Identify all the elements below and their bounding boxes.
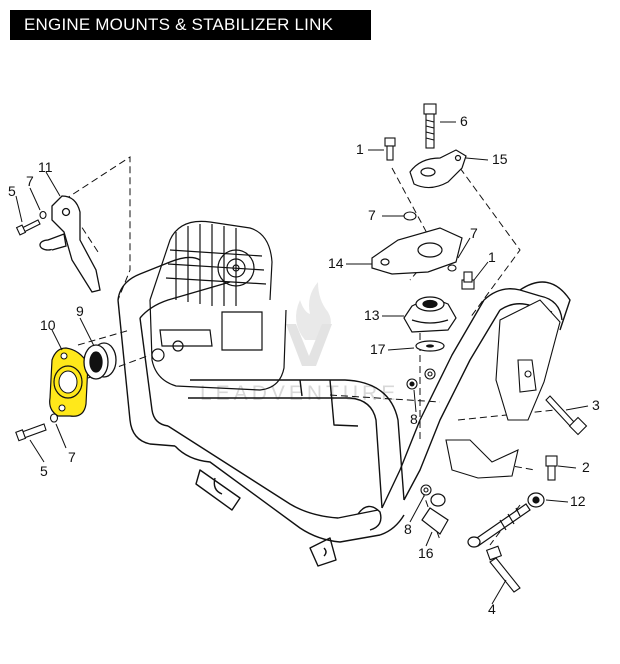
bearing-ring	[83, 342, 117, 380]
callout-1: 1	[356, 141, 364, 157]
callout-5: 5	[8, 183, 16, 199]
engine-case	[149, 220, 287, 391]
callout-5: 5	[40, 463, 48, 479]
center-mount-plate	[371, 227, 463, 275]
bolt-top	[423, 103, 437, 149]
callout-7: 7	[368, 207, 376, 223]
bolt-right	[461, 271, 475, 290]
callout-4: 4	[488, 601, 496, 617]
callout-6: 6	[460, 113, 468, 129]
watermark-text: LEADVENTURE	[200, 382, 399, 405]
callout-7: 7	[470, 225, 478, 241]
callout-numbers: 11 5 7 10 9 5 7 1 6 15 7 7 14 1 13 17 8 …	[8, 113, 600, 617]
callout-12: 12	[570, 493, 586, 509]
small-bolt-right	[545, 455, 558, 481]
stabilizer-bracket	[445, 299, 561, 479]
nut-lower	[420, 484, 432, 496]
bolt-lower-left	[15, 423, 47, 442]
washer-upper-left	[39, 210, 47, 220]
rubber-isolator-mount	[403, 296, 457, 333]
washer-right	[447, 264, 457, 272]
callout-7: 7	[26, 173, 34, 189]
long-bolt-bottom	[485, 545, 521, 593]
callout-8: 8	[410, 411, 418, 427]
watermark: LEADVENTURE	[200, 282, 399, 405]
callout-11: 11	[38, 159, 53, 175]
washer-center	[403, 211, 417, 221]
callout-2: 2	[582, 459, 590, 475]
callout-8: 8	[404, 521, 412, 537]
phantom-lines	[63, 156, 556, 546]
callout-17: 17	[370, 341, 386, 357]
nuts-center	[406, 368, 436, 390]
front-mount-bracket	[39, 195, 101, 293]
watermark-v-icon	[286, 324, 332, 366]
leader-lines	[15, 121, 589, 605]
bolt-upper-left	[15, 219, 41, 236]
callout-3: 3	[592, 397, 600, 413]
callout-15: 15	[492, 151, 508, 167]
upper-mount-bracket	[409, 149, 467, 189]
stabilizer-link	[467, 492, 545, 548]
long-bolt-right	[545, 395, 588, 436]
callout-13: 13	[364, 307, 380, 323]
washer-lower-left	[49, 413, 59, 423]
frame-assembly	[117, 256, 571, 567]
spacer-sleeve	[421, 493, 449, 535]
callout-16: 16	[418, 545, 434, 561]
diagram-title: ENGINE MOUNTS & STABILIZER LINK	[10, 10, 371, 40]
callout-1: 1	[488, 249, 496, 265]
callout-7: 7	[68, 449, 76, 465]
callout-10: 10	[40, 317, 56, 333]
bolt-top-left	[384, 137, 396, 161]
callout-14: 14	[328, 255, 344, 271]
highlighted-mount-plate[interactable]	[49, 347, 89, 417]
callout-9: 9	[76, 303, 84, 319]
